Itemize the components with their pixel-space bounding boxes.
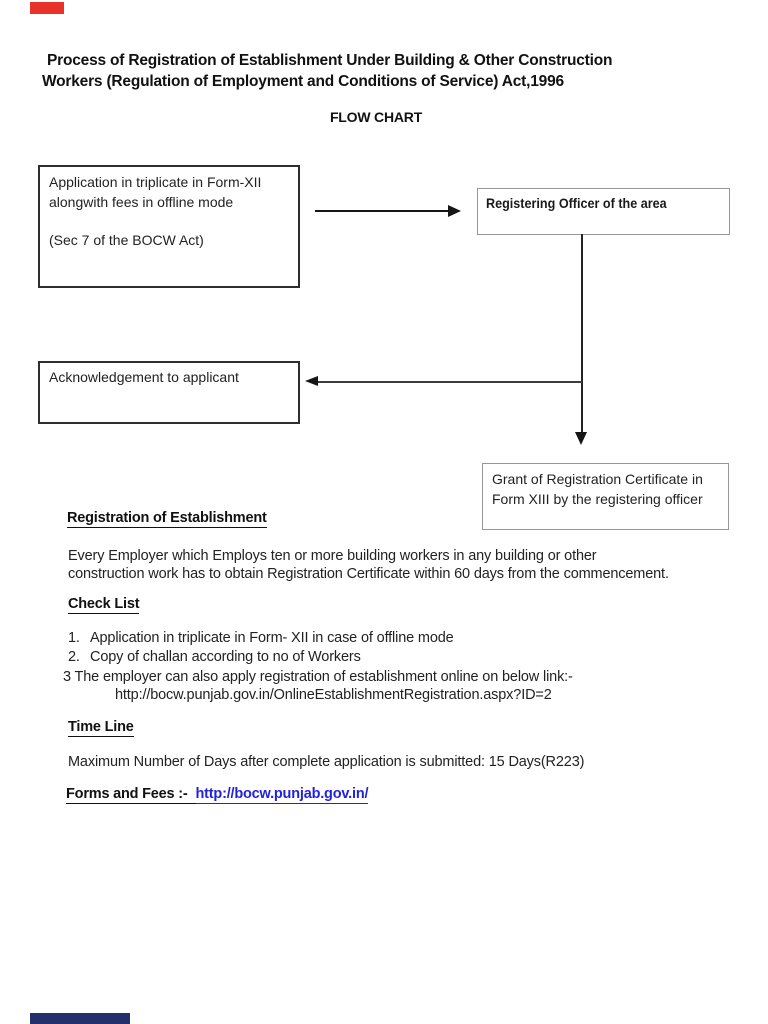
spacer	[49, 212, 289, 231]
grant-box-line1: Grant of Registration Certificate in	[492, 471, 703, 487]
item-2-text: Copy of challan according to no of Worke…	[90, 649, 361, 665]
check-list-heading: Check List	[68, 596, 140, 614]
page-title-line1: Process of Registration of Establishment…	[47, 52, 613, 69]
top-left-red-mark	[30, 2, 64, 14]
forms-and-fees-label: Forms and Fees :-	[66, 786, 196, 804]
check-list-item-1: 1. Application in triplicate in Form- XII…	[68, 630, 454, 646]
application-box-line2: alongwith fees in offline mode	[49, 193, 234, 210]
check-list-item-3-url: http://bocw.punjab.gov.in/OnlineEstablis…	[115, 687, 552, 703]
flowchart-box-application: Application in triplicate in Form-XII al…	[38, 165, 300, 288]
registration-paragraph-line2: construction work has to obtain Registra…	[68, 565, 669, 582]
application-box-line3: (Sec 7 of the BOCW Act)	[49, 232, 204, 248]
item-1-marker: 1.	[68, 630, 80, 646]
arrow-left-head-icon	[305, 376, 318, 386]
flowchart-box-acknowledgement: Acknowledgement to applicant	[38, 361, 300, 424]
connector-branch-line	[317, 381, 582, 383]
flow-chart-heading: FLOW CHART	[329, 109, 423, 125]
arrow-right-head-icon	[448, 205, 461, 217]
forms-and-fees-row: Forms and Fees :-http://bocw.punjab.gov.…	[66, 786, 369, 804]
item-2-marker: 2.	[68, 649, 80, 665]
time-line-heading: Time Line	[68, 719, 134, 737]
registration-paragraph-line1: Every Employer which Employs ten or more…	[68, 548, 597, 564]
forms-and-fees-link[interactable]: http://bocw.punjab.gov.in/	[195, 786, 369, 804]
item-1-text: Application in triplicate in Form- XII i…	[90, 630, 454, 646]
registration-paragraph: Every Employer which Employs ten or more…	[68, 548, 728, 583]
connector-vertical-line	[581, 234, 583, 432]
application-box-line1: Application in triplicate in Form-XII	[49, 174, 262, 190]
flowchart-box-registering-officer: Registering Officer of the area	[477, 188, 730, 235]
page-title: Process of Registration of Establishment…	[42, 50, 732, 92]
time-line-paragraph: Maximum Number of Days after complete ap…	[68, 754, 585, 770]
arrow-right-line	[315, 210, 448, 212]
arrow-down-head-icon	[575, 432, 587, 445]
check-list-item-2: 2. Copy of challan according to no of Wor…	[68, 649, 361, 665]
acknowledgement-label: Acknowledgement to applicant	[49, 369, 239, 385]
page-title-line2: Workers (Regulation of Employment and Co…	[42, 73, 564, 90]
flowchart-box-grant: Grant of Registration Certificate in For…	[482, 463, 729, 530]
check-list-item-3: 3 The employer can also apply registrati…	[63, 669, 573, 685]
registration-heading: Registration of Establishment	[67, 510, 267, 528]
bottom-left-navy-mark	[30, 1013, 130, 1024]
registering-officer-label: Registering Officer of the area	[486, 195, 667, 211]
grant-box-line2: Form XIII by the registering officer	[492, 490, 703, 507]
